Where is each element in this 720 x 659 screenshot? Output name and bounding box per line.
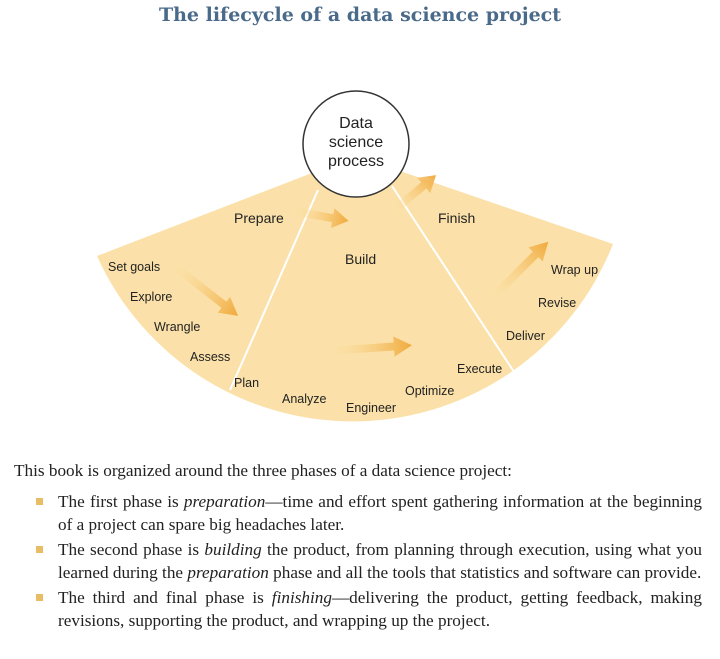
lifecycle-fan [97, 156, 613, 422]
bullet-emphasis: building [204, 540, 262, 559]
phase-label-prepare: Prepare [234, 210, 284, 226]
bullet-emphasis: preparation [183, 492, 266, 511]
phase-label-finish: Finish [438, 210, 475, 226]
bullet-text: The second phase is [58, 540, 205, 559]
bullet-text: —delivering the product, getting feedbac… [58, 588, 702, 630]
intro-paragraph: This book is organized around the three … [14, 461, 512, 480]
prepare-build-divider [229, 189, 319, 391]
arrow-build-to-finish [390, 175, 437, 215]
step-optimize: Optimize [405, 384, 454, 398]
step-execute: Execute [457, 362, 502, 376]
bullet-text: The first phase is [58, 492, 184, 511]
center-label-line-1: Data [339, 115, 373, 132]
phase-label-build: Build [345, 251, 376, 267]
step-plan: Plan [234, 376, 259, 390]
bullet-text: the product, from planning through execu… [58, 540, 703, 582]
step-explore: Explore [130, 290, 172, 304]
build-finish-divider [391, 185, 519, 379]
bullet-square-icon [36, 546, 43, 553]
center-label-line-2: science [329, 134, 383, 151]
arrow-prepare-to-build [292, 207, 349, 228]
bullet-text: The third and final phase is [58, 588, 272, 607]
step-set-goals: Set goals [108, 260, 160, 274]
bullet-emphasis: preparation [187, 563, 269, 582]
step-engineer: Engineer [346, 401, 396, 415]
step-revise: Revise [538, 296, 576, 310]
page-title: The lifecycle of a data science project [158, 4, 562, 26]
list-item: The second phase is building the product… [36, 538, 702, 584]
phase-list: The first phase is preparation—time and … [36, 490, 702, 634]
step-wrangle: Wrangle [154, 320, 200, 334]
step-analyze: Analyze [282, 392, 327, 406]
bullet-square-icon [36, 498, 43, 505]
arrow-finish-steps [488, 241, 549, 302]
step-assess: Assess [190, 350, 230, 364]
bullet-text: phase and all the tools that statistics … [268, 563, 702, 582]
bullet-emphasis: finishing [271, 588, 332, 607]
lifecycle-diagram: Data science process Prepare Build Finis… [97, 90, 613, 422]
step-wrap-up: Wrap up [551, 263, 598, 277]
list-item: The first phase is preparation—time and … [36, 490, 702, 536]
arrow-prepare-steps [171, 262, 239, 316]
bullet-text: —time and effort spent gathering informa… [58, 492, 702, 534]
arrow-build-steps [329, 336, 412, 357]
list-item: The third and final phase is finishing—d… [36, 586, 702, 632]
center-circle [302, 90, 410, 198]
step-deliver: Deliver [506, 329, 545, 343]
center-label-line-3: process [328, 153, 384, 170]
bullet-square-icon [36, 594, 43, 601]
